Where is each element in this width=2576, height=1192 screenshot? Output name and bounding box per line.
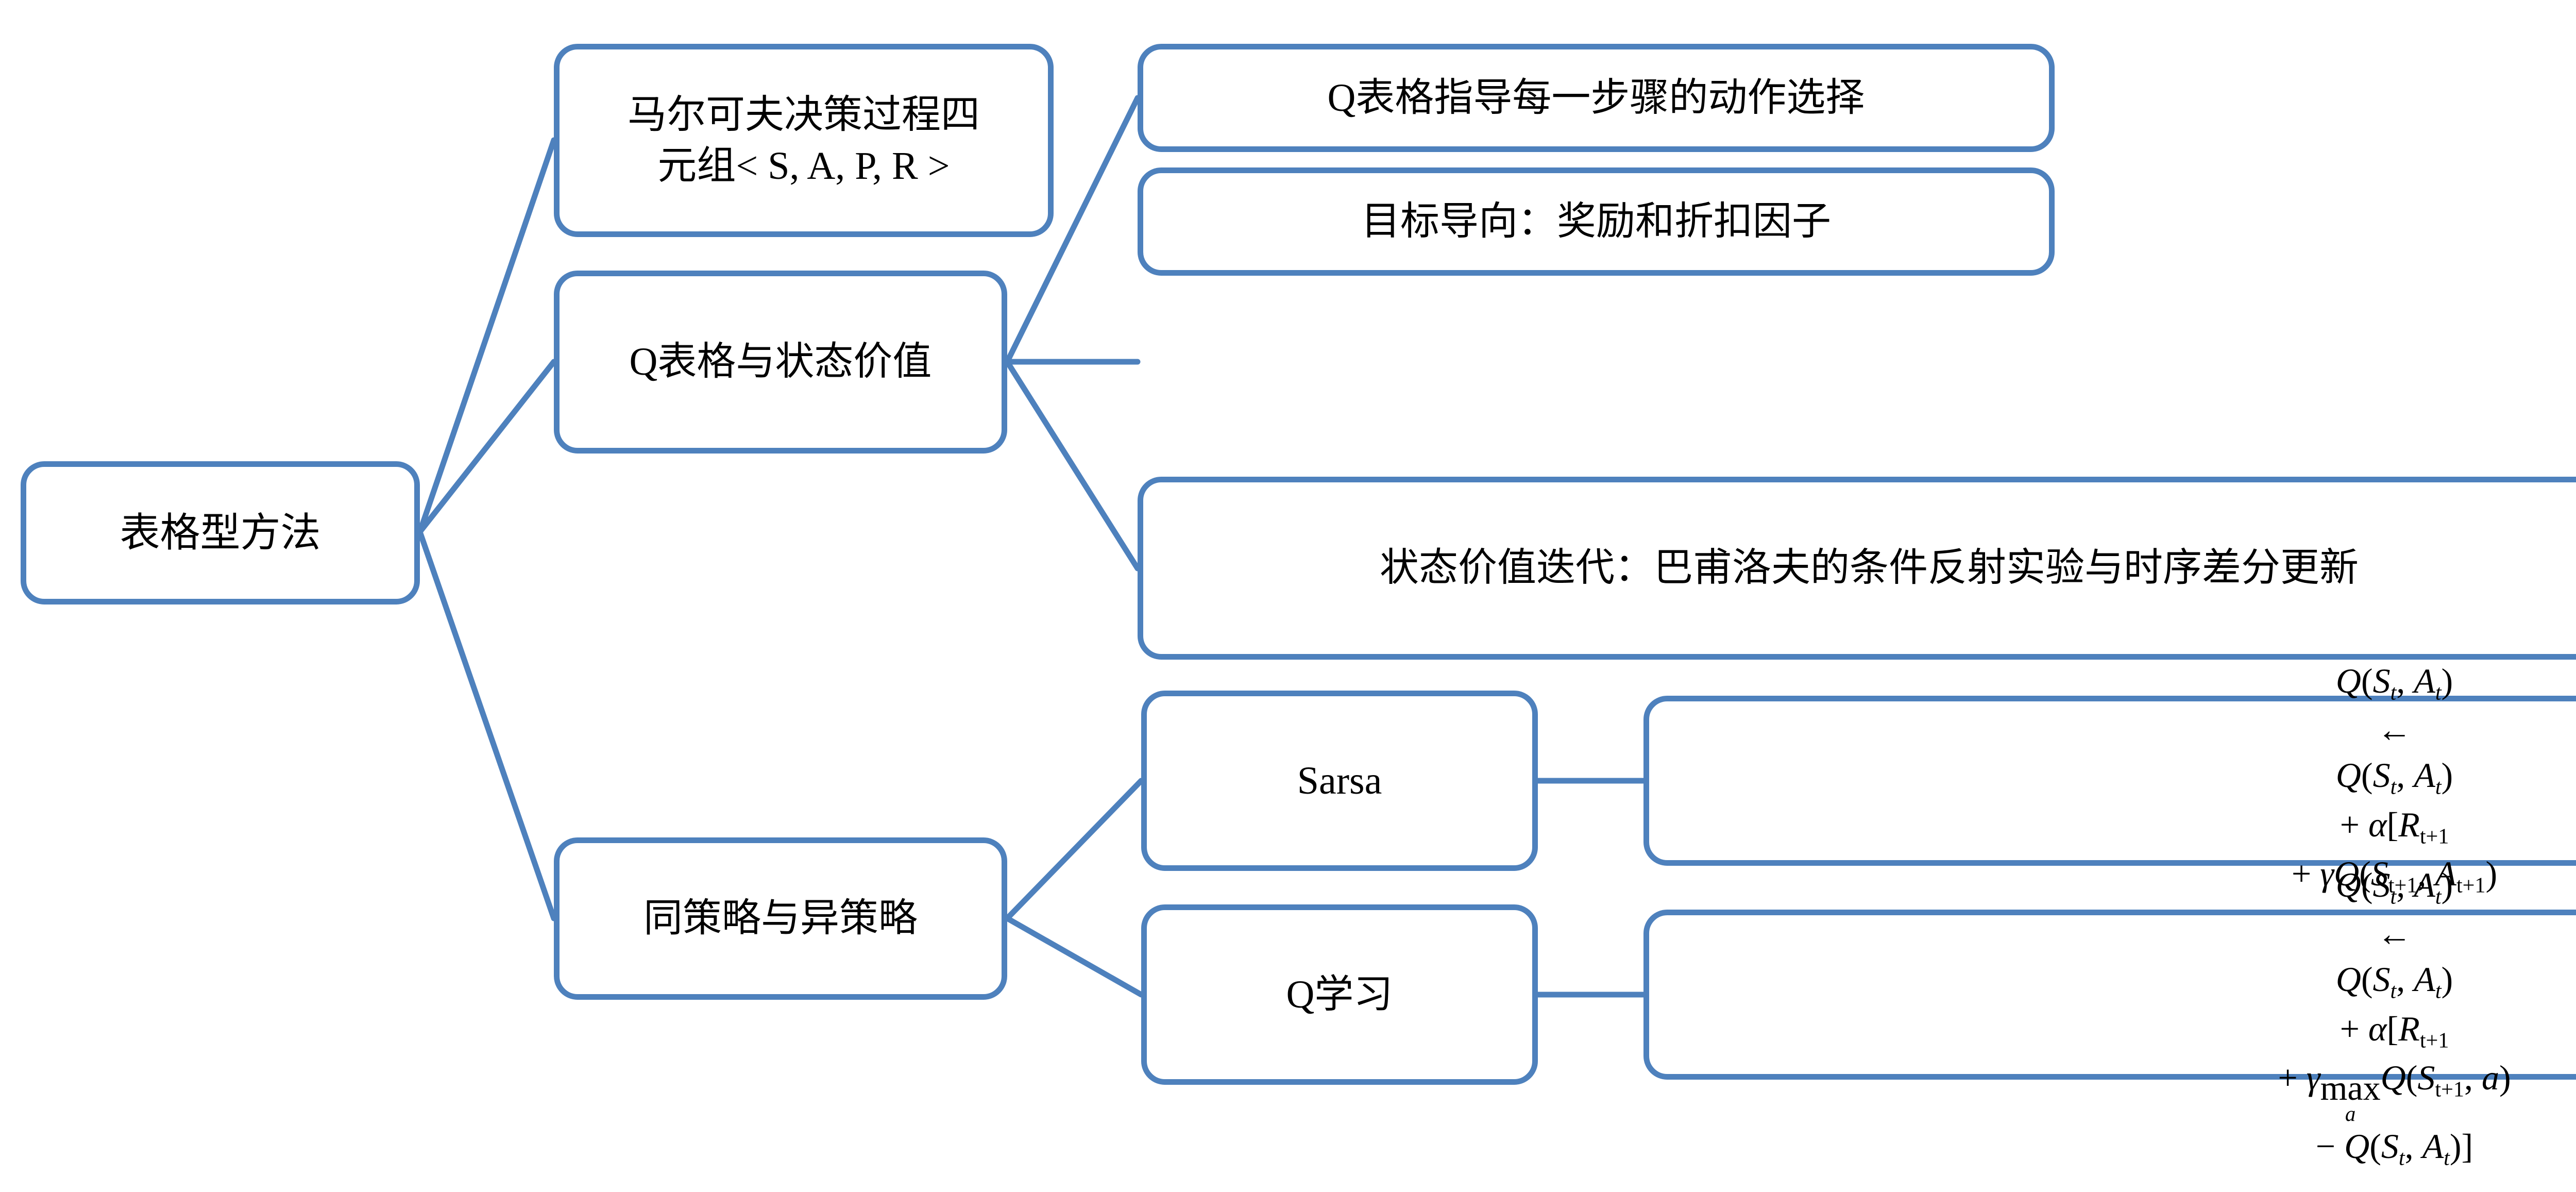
link-policy-to-sarsa (1004, 778, 1144, 921)
node-goal-oriented-reward-discount-label: 目标导向：奖励和折扣因子 (1361, 199, 1831, 243)
node-sarsa[interactable]: Sarsa (1141, 691, 1538, 871)
link-root-to-qtable (417, 359, 557, 535)
link-root-to-mdp (417, 137, 557, 535)
node-root[interactable]: 表格型方法 (21, 461, 420, 605)
node-root-label: 表格型方法 (120, 510, 321, 556)
link-root-to-onoffpolicy (417, 529, 557, 921)
node-state-value-iteration-label: 状态价值迭代：巴甫洛夫的条件反射实验与时序差分更新 (1380, 546, 2359, 590)
node-on-off-policy-label: 同策略与异策略 (643, 897, 918, 941)
node-q-learning-label: Q学习 (1286, 972, 1393, 1016)
node-state-value-iteration[interactable]: 状态价值迭代：巴甫洛夫的条件反射实验与时序差分更新 (1138, 477, 2576, 660)
link-qtable-to-valueiter (1004, 359, 1141, 572)
node-q-table-state-value-label: Q表格与状态价值 (629, 340, 932, 384)
node-goal-oriented-reward-discount[interactable]: 目标导向：奖励和折扣因子 (1138, 167, 2055, 276)
node-q-learning[interactable]: Q学习 (1141, 904, 1538, 1085)
node-mdp-tuple-label: 马尔可夫决策过程四 元组< S, A, P, R > (628, 93, 980, 188)
node-sarsa-label: Sarsa (1297, 759, 1382, 802)
node-q-table-state-value[interactable]: Q表格与状态价值 (554, 271, 1007, 454)
node-sarsa-formula[interactable]: Q(St, At) ← Q(St, At) + α[Rt+1 + γQ(St+1… (1643, 661, 2576, 947)
node-q-table-action-selection-label: Q表格指导每一步骤的动作选择 (1327, 76, 1865, 120)
node-q-table-action-selection[interactable]: Q表格指导每一步骤的动作选择 (1138, 44, 2055, 152)
node-on-off-policy[interactable]: 同策略与异策略 (554, 837, 1007, 1000)
node-mdp-tuple[interactable]: 马尔可夫决策过程四 元组< S, A, P, R > (554, 44, 1054, 237)
link-policy-to-qlearning (1004, 915, 1144, 998)
